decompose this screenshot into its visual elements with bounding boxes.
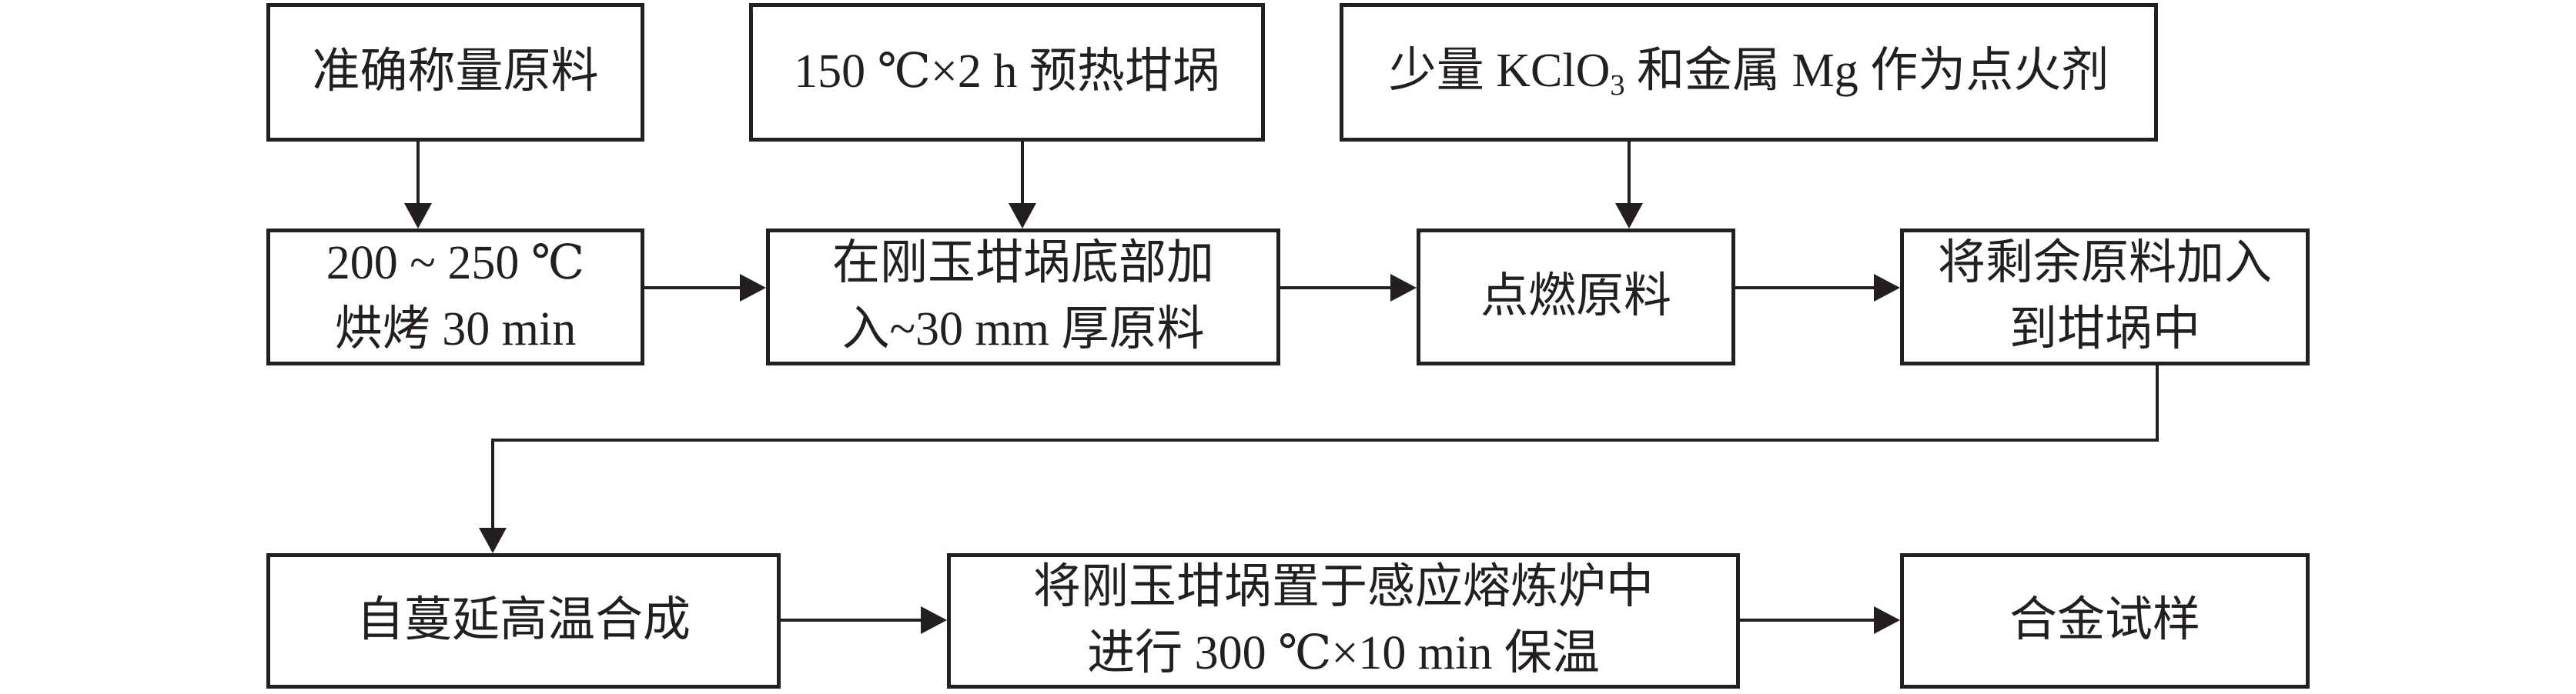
arrow-ignite-to-add-remaining xyxy=(1734,274,1900,302)
process-box-induction-holding: 将刚玉坩埚置于感应熔炼炉中 进行 300 ℃×10 min 保温 xyxy=(947,553,1740,689)
process-box-preheat-crucible: 150 ℃×2 h 预热坩埚 xyxy=(749,3,1265,142)
box-label-line2: 到坩埚中 xyxy=(2009,303,2200,355)
box-label-line1: 将剩余原料加入 xyxy=(1937,237,2272,290)
process-box-add-bottom-layer: 在刚玉坩埚底部加 入~30 mm 厚原料 xyxy=(766,229,1280,365)
process-box-igniter-agent: 少量 KClO3 和金属 Mg 作为点火剂 xyxy=(1340,3,2158,142)
process-box-shs-synthesis: 自蔓延高温合成 xyxy=(266,553,781,689)
igniter-label-prefix: 少量 KClO xyxy=(1388,45,1611,98)
process-box-ignite: 点燃原料 xyxy=(1417,229,1735,365)
box-label-line1: 200 ~ 250 ℃ xyxy=(326,237,585,290)
box-label-line1: 将刚玉坩埚置于感应熔炼炉中 xyxy=(1032,561,1654,614)
box-label-line2: 进行 300 ℃×10 min 保温 xyxy=(1087,627,1600,679)
box-label-line2: 入~30 mm 厚原料 xyxy=(841,303,1205,355)
box-label: 150 ℃×2 h 预热坩埚 xyxy=(794,45,1220,98)
box-label-line2: 烘烤 30 min xyxy=(334,303,577,355)
box-label: 少量 KClO3 和金属 Mg 作为点火剂 xyxy=(1389,38,2109,106)
arrow-holding-to-alloy xyxy=(1738,606,1900,634)
igniter-label-subscript: 3 xyxy=(1610,68,1625,102)
arrow-add-bottom-to-ignite xyxy=(1279,274,1417,302)
arrow-preheat-to-add-bottom xyxy=(1009,140,1036,229)
arrow-weigh-to-bake xyxy=(404,140,432,229)
process-box-add-remaining: 将剩余原料加入 到坩埚中 xyxy=(1900,229,2310,365)
arrow-bake-to-add-bottom xyxy=(643,274,766,302)
arrow-shs-to-holding xyxy=(779,606,947,634)
box-label-line1: 在刚玉坩埚底部加 xyxy=(831,237,1214,290)
box-label: 点燃原料 xyxy=(1480,270,1671,323)
igniter-label-suffix: 和金属 Mg 作为点火剂 xyxy=(1624,45,2109,98)
arrow-add-remaining-to-shs xyxy=(479,364,2159,553)
box-label: 准确称量原料 xyxy=(312,45,599,98)
box-label: 自蔓延高温合成 xyxy=(356,594,691,647)
process-box-alloy-sample: 合金试样 xyxy=(1900,553,2310,689)
arrow-igniter-to-ignite xyxy=(1615,140,1643,229)
box-label: 合金试样 xyxy=(2009,594,2200,647)
process-box-bake: 200 ~ 250 ℃ 烘烤 30 min xyxy=(266,229,644,365)
process-box-weigh-materials: 准确称量原料 xyxy=(266,3,644,142)
